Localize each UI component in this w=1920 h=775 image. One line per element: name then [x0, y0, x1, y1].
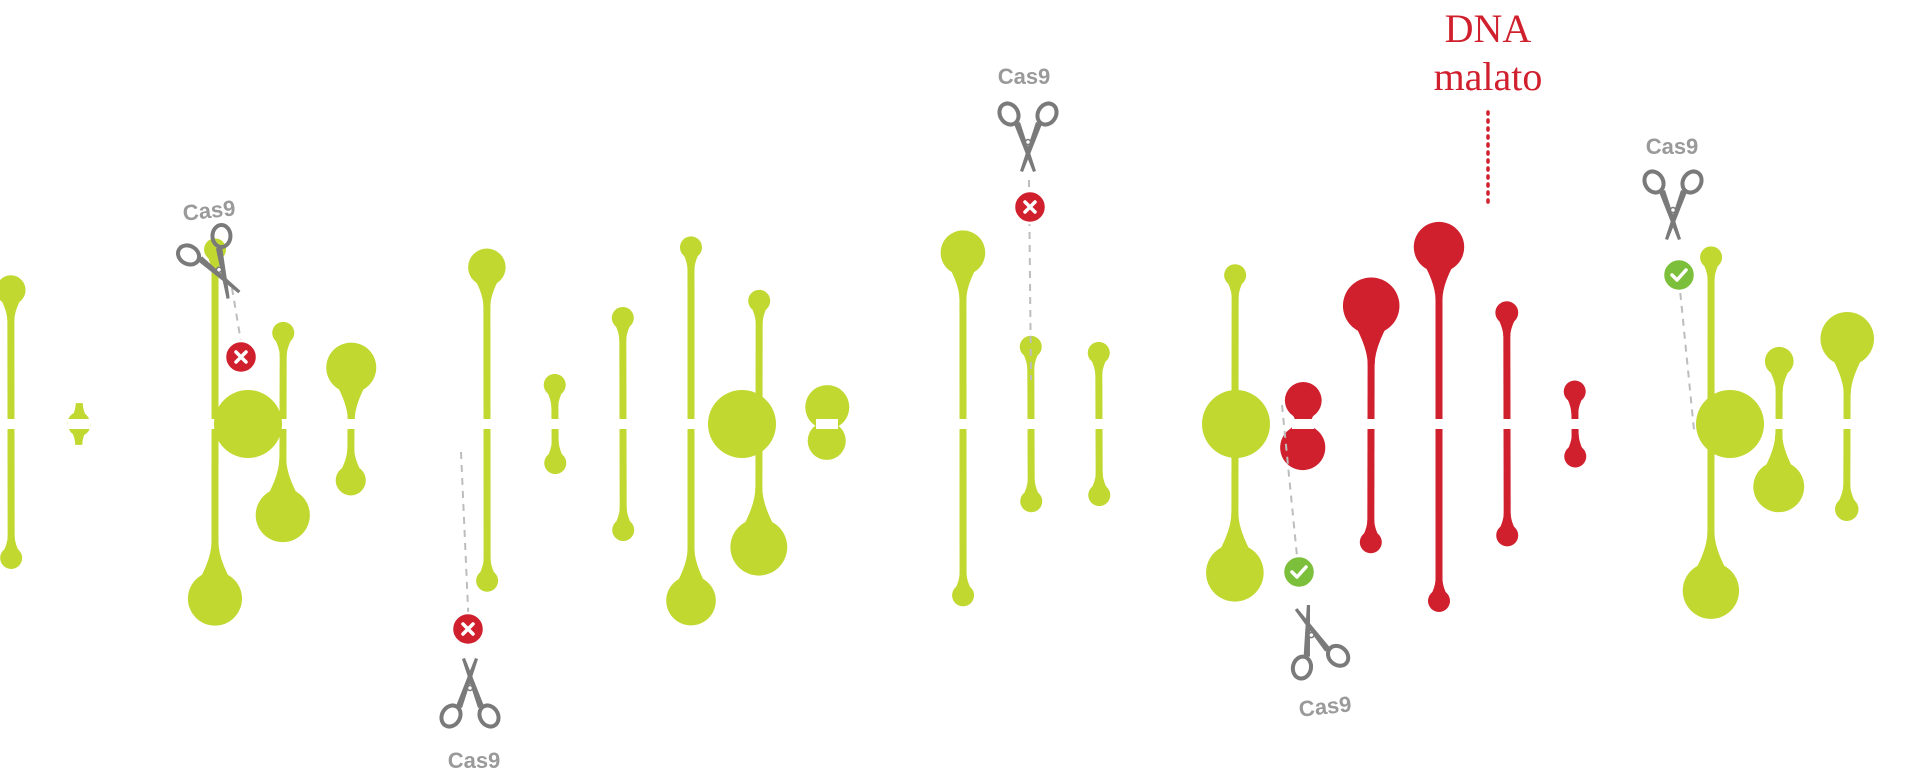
x-mark-icon — [223, 339, 259, 375]
axis-gap — [1564, 419, 1586, 429]
axis-gap — [1020, 419, 1042, 429]
node-neck — [327, 369, 375, 420]
axis-gap — [136, 419, 158, 429]
node-neck — [1225, 277, 1246, 298]
node-neck — [1429, 578, 1450, 599]
axis-gap — [68, 419, 90, 429]
axis-gap — [1836, 419, 1858, 429]
node-neck — [68, 424, 89, 445]
node-neck — [1088, 354, 1109, 375]
diseased-dna-label-line1: DNA — [1445, 6, 1532, 51]
node-neck — [0, 292, 25, 321]
node-neck — [1020, 348, 1041, 369]
node-neck — [1497, 513, 1518, 534]
node-neck — [749, 302, 770, 323]
node-neck — [680, 249, 701, 270]
cas9-label: Cas9 — [1646, 134, 1699, 159]
axis-gap — [1768, 419, 1790, 429]
node-neck — [612, 319, 633, 340]
node-neck — [1565, 434, 1586, 455]
scissors-icon — [1642, 169, 1704, 240]
node-neck — [613, 507, 634, 529]
axis-gap — [816, 419, 838, 429]
cas9-label: Cas9 — [448, 748, 501, 773]
axis-gap — [1428, 419, 1450, 429]
helix-crossing-node — [214, 390, 282, 458]
check-mark-icon — [1281, 554, 1317, 590]
check-mark-icon — [1661, 257, 1697, 293]
x-mark-icon — [450, 611, 486, 647]
node-neck — [1564, 393, 1585, 414]
diseased-dna-label-line2: malato — [1434, 54, 1543, 99]
axis-gap — [340, 419, 362, 429]
node-neck — [477, 558, 498, 579]
node-neck — [1765, 363, 1793, 392]
node-neck — [667, 549, 715, 599]
cas9-label: Cas9 — [998, 64, 1051, 89]
scissors-icon — [439, 658, 501, 729]
scissors-icon — [1290, 605, 1351, 681]
cas9-cut-4: Cas9 — [1281, 404, 1353, 722]
axis-gap — [1156, 419, 1178, 429]
axis-gap — [1496, 419, 1518, 429]
node-neck — [1496, 314, 1518, 337]
node-neck — [1754, 433, 1803, 485]
cas9-cut-5: Cas9 — [1642, 134, 1704, 431]
node-neck — [1344, 307, 1398, 365]
axis-gap — [952, 419, 974, 429]
node-neck — [1415, 249, 1463, 300]
helix-crossing-node — [1202, 390, 1270, 458]
cas9-cut-3: Cas9 — [997, 64, 1059, 381]
node-neck — [1684, 532, 1738, 589]
node-neck — [544, 386, 565, 407]
node-neck — [1207, 512, 1263, 571]
axis-gap — [1904, 419, 1920, 429]
node-neck — [545, 441, 566, 462]
node-neck — [257, 458, 309, 514]
axis-gap — [476, 419, 498, 429]
node-neck — [189, 542, 241, 597]
cas9-cut-2: Cas9 — [439, 451, 501, 773]
scissors-icon — [997, 101, 1059, 172]
node-neck — [1701, 259, 1722, 280]
cut-guide-line — [1281, 404, 1299, 567]
node-neck — [469, 269, 505, 307]
node-neck — [953, 573, 974, 594]
axis-gap — [1088, 419, 1110, 429]
node-neck — [336, 449, 365, 479]
node-neck — [1835, 484, 1858, 508]
helix-axis-gaps — [0, 419, 1920, 429]
node-neck — [69, 403, 90, 424]
axis-gap — [612, 419, 634, 429]
cas9-cut-1: Cas9 — [176, 195, 259, 375]
node-neck — [1021, 479, 1042, 500]
axis-gap — [884, 419, 906, 429]
cas9-label: Cas9 — [1298, 691, 1353, 721]
node-neck — [941, 254, 985, 300]
axis-gap — [408, 419, 430, 429]
node-neck — [1089, 473, 1110, 494]
axis-gap — [1360, 419, 1382, 429]
axis-gap — [544, 419, 566, 429]
axis-gap — [680, 419, 702, 429]
x-mark-icon — [1012, 189, 1048, 225]
node-neck — [1821, 340, 1873, 395]
helix-crossing-node — [1696, 390, 1764, 458]
scissors-icon — [176, 222, 241, 299]
cut-guide-line — [1678, 279, 1695, 431]
helix-crossing-nodes — [214, 390, 1764, 458]
node-neck — [731, 488, 786, 546]
axis-gap — [272, 419, 294, 429]
node-neck — [1360, 520, 1381, 541]
node-neck — [272, 334, 294, 356]
helix-crossing-node — [708, 390, 776, 458]
cas9-label: Cas9 — [182, 195, 237, 225]
axis-gap — [1292, 419, 1314, 429]
axis-gap — [0, 419, 22, 429]
node-neck — [1, 535, 22, 556]
axis-gap — [1632, 419, 1654, 429]
cut-guide-line — [460, 451, 470, 631]
